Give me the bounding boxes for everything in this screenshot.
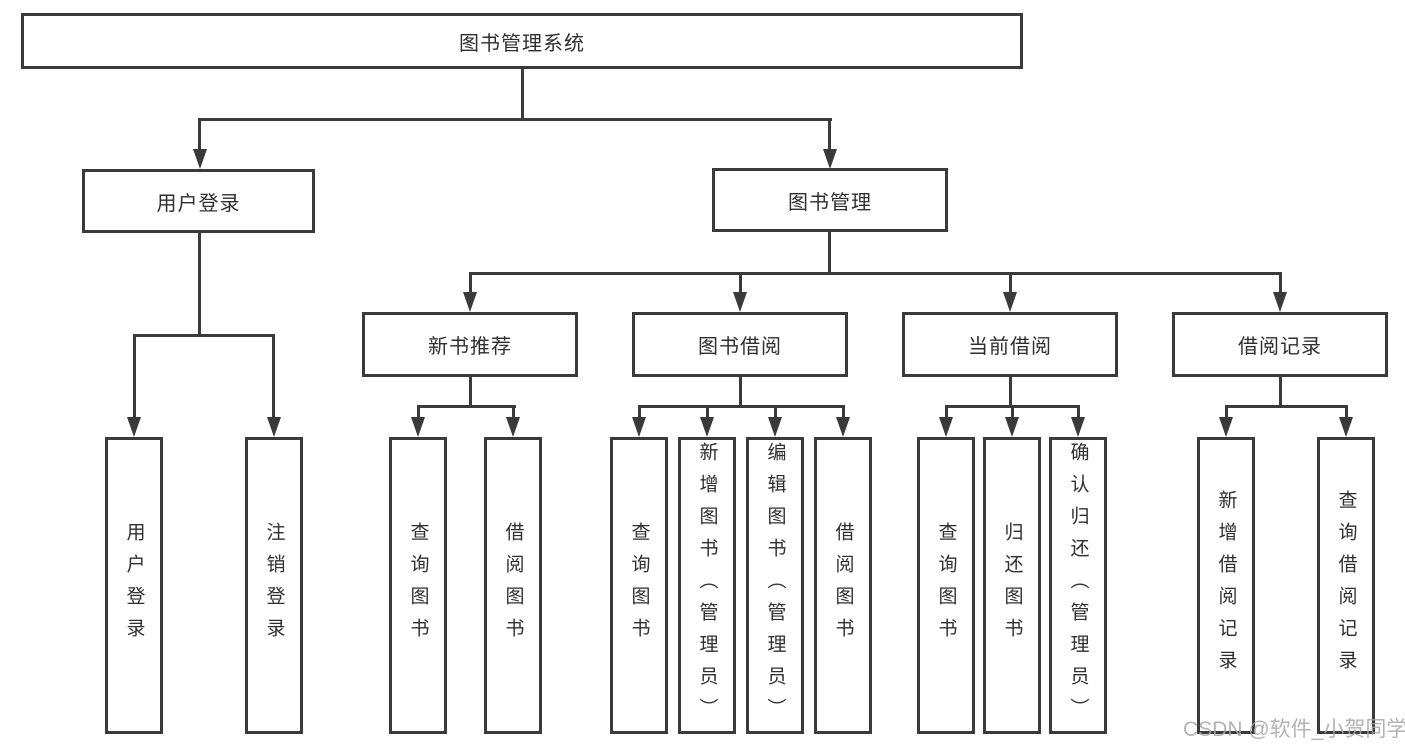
arrowhead-icon [939,417,953,437]
connector [739,272,742,293]
arrowhead-icon [1071,417,1085,437]
arrowhead-icon [700,417,714,437]
connector [198,118,201,150]
connector [1009,377,1012,407]
node-book-borrow-label: 图书借阅 [698,336,782,358]
arrowhead-icon [768,417,782,437]
connector [638,405,641,419]
arrowhead-icon [1273,292,1287,312]
leaf-borrow-edit-books-admin: 编辑图书（管理员） [746,437,804,734]
node-current-borrow-label: 当前借阅 [968,336,1052,358]
arrowhead-icon [193,149,207,169]
leaf-borrow-borrow-books: 借阅图书 [814,437,872,734]
arrowhead-icon [632,417,646,437]
connector [638,405,845,408]
node-root-label: 图书管理系统 [459,32,585,55]
arrowhead-icon [1005,417,1019,437]
connector [828,232,831,274]
arrowhead-icon [1339,417,1353,437]
leaf-records-query-record: 查询借阅记录 [1317,437,1375,734]
connector [133,334,275,337]
node-new-book-recommend: 新书推荐 [362,312,578,377]
arrowhead-icon [127,417,141,437]
connector [1225,405,1348,408]
connector [417,405,420,419]
connector [1077,405,1080,419]
node-book-management: 图书管理 [712,168,948,232]
connector [198,233,201,336]
connector [198,118,832,121]
connector [828,118,831,150]
connector [706,405,709,419]
arrowhead-icon [463,292,477,312]
arrowhead-icon [733,292,747,312]
node-borrow-records: 借阅记录 [1172,312,1388,377]
arrowhead-icon [836,417,850,437]
connector [1011,405,1014,419]
arrowhead-icon [823,149,837,169]
node-root: 图书管理系统 [21,13,1023,69]
node-new-book-recommend-label: 新书推荐 [428,336,512,358]
leaf-records-add-record: 新增借阅记录 [1197,437,1255,734]
connector [1009,272,1012,293]
leaf-newbook-query-books: 查询图书 [389,437,447,734]
leaf-user-login: 用户登录 [105,437,163,734]
connector [469,272,1282,275]
arrowhead-icon [267,417,281,437]
connector [133,334,136,418]
leaf-current-query-books: 查询图书 [917,437,975,734]
arrowhead-icon [1003,292,1017,312]
connector [1279,272,1282,293]
leaf-current-confirm-return-admin: 确认归还（管理员） [1049,437,1107,734]
leaf-borrow-query-books: 查询图书 [610,437,668,734]
leaf-current-return-books: 归还图书 [983,437,1041,734]
connector [739,377,742,407]
connector [469,272,472,293]
connector [512,405,515,419]
leaf-borrow-add-books-admin: 新增图书（管理员） [678,437,736,734]
node-current-borrow: 当前借阅 [902,312,1118,377]
connector [272,334,275,418]
connector [1279,377,1282,407]
node-borrow-records-label: 借阅记录 [1238,336,1322,358]
connector [417,405,516,408]
arrowhead-icon [1219,417,1233,437]
connector [945,405,948,419]
arrowhead-icon [411,417,425,437]
node-book-management-label: 图书管理 [788,191,872,214]
leaf-newbook-borrow-books: 借阅图书 [484,437,542,734]
connector [469,377,472,407]
leaf-logout: 注销登录 [245,437,303,734]
connector [1345,405,1348,419]
connector [1225,405,1228,419]
watermark: CSDN @软件_小贺同学 [1183,718,1405,741]
node-user-login-label: 用户登录 [156,192,241,215]
arrowhead-icon [506,417,520,437]
connector [521,69,524,119]
node-book-borrow: 图书借阅 [632,312,848,377]
connector [774,405,777,419]
connector [842,405,845,419]
node-user-login: 用户登录 [82,169,315,233]
